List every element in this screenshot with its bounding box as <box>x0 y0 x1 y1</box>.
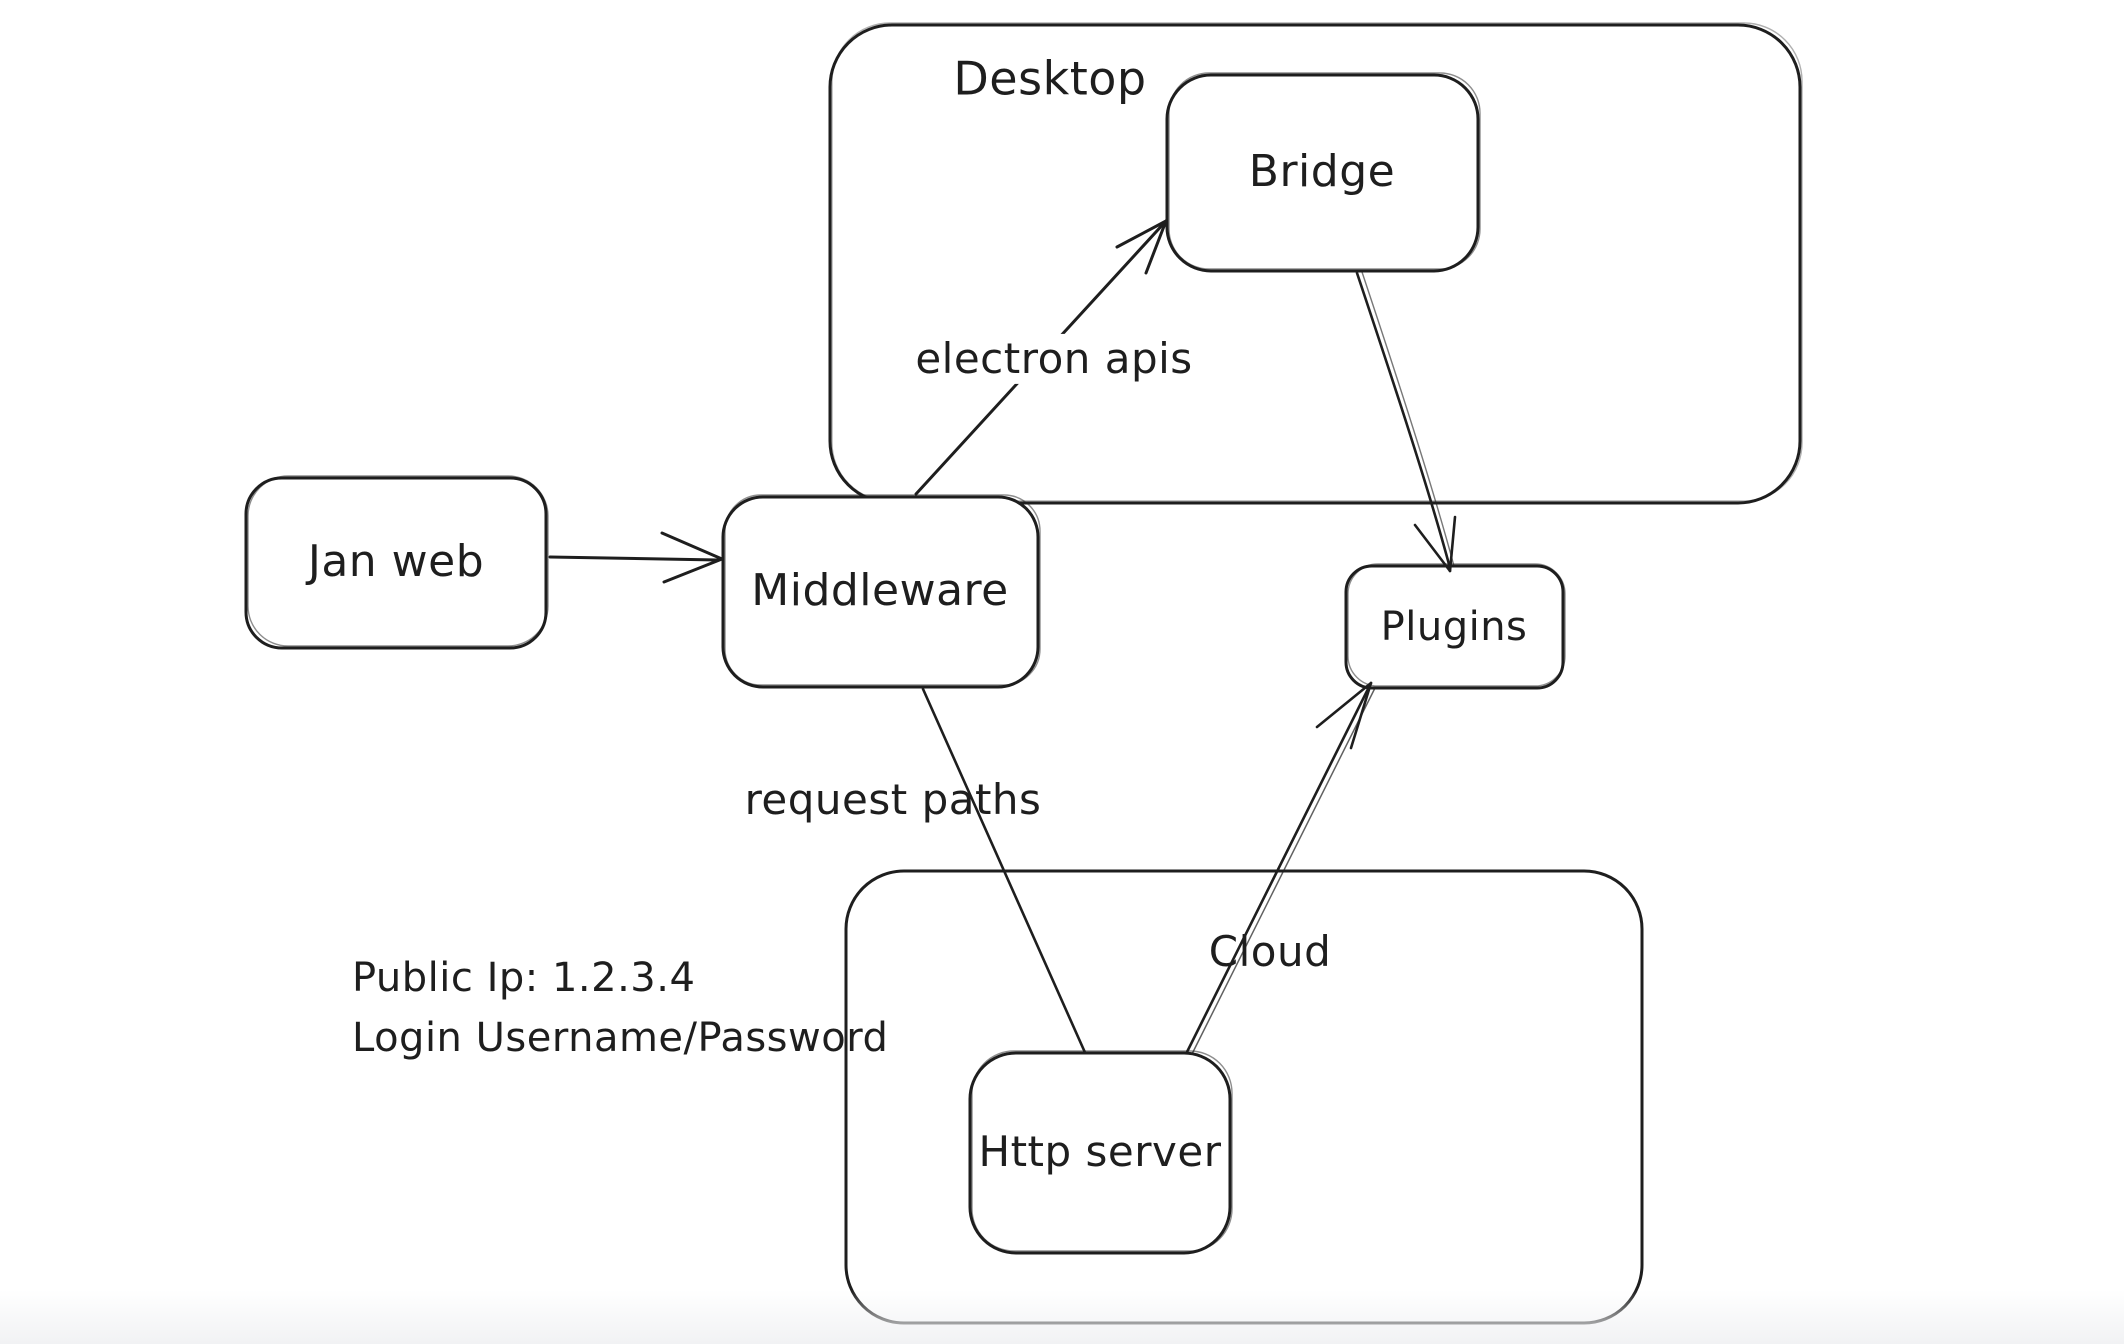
node-bridge-label: Bridge <box>1248 145 1396 197</box>
node-http-server-label: Http server <box>978 1126 1222 1176</box>
arrowhead-into-bridge <box>1115 219 1168 275</box>
connector-middleware-to-http-server <box>921 687 1089 1059</box>
annotation-electron-apis: electron apis <box>903 333 1205 385</box>
arrowhead-into-plugins-bottom <box>1315 681 1373 750</box>
arrowhead-into-middleware <box>660 531 724 584</box>
annotation-login-credentials: Login Username/Password <box>352 1015 889 1061</box>
arrow-http-server-to-plugins <box>1184 683 1376 1057</box>
container-desktop-label: Desktop <box>953 51 1147 106</box>
annotation-request-paths: request paths <box>744 774 1042 824</box>
container-cloud-label: Cloud <box>1208 926 1332 976</box>
arrow-jan-web-to-middleware <box>548 555 720 562</box>
annotation-public-ip: Public Ip: 1.2.3.4 <box>352 955 696 1001</box>
node-http-server-box <box>968 1050 1233 1255</box>
node-bridge-box <box>1165 72 1481 273</box>
arrow-bridge-to-plugins <box>1355 271 1455 570</box>
node-jan-web-label: Jan web <box>307 535 485 587</box>
node-plugins-label: Plugins <box>1380 604 1528 650</box>
node-plugins-box <box>1344 563 1566 690</box>
node-middleware-box <box>721 494 1041 689</box>
page-bottom-fade <box>0 1290 2124 1344</box>
node-middleware-label: Middleware <box>751 564 1009 616</box>
arrowhead-into-plugins-top <box>1413 515 1457 573</box>
node-jan-web-box <box>244 475 549 650</box>
